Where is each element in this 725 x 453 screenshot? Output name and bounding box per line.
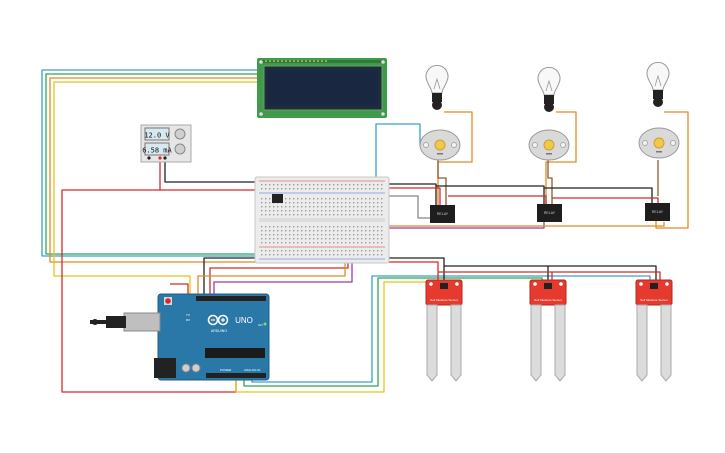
wire-relay-gray: [386, 195, 432, 219]
lcd-display[interactable]: [257, 58, 387, 118]
sensor-label: Soil Moisture Sensor: [640, 298, 668, 302]
wire-motor-blue: [375, 123, 421, 180]
relay-label: RELAY: [544, 211, 556, 215]
dc-motor-icon[interactable]: [419, 129, 461, 161]
wire-lcd-orange: [49, 77, 262, 263]
wire-red-arduino: [170, 283, 189, 296]
wire-analog-green: [243, 277, 543, 387]
lightbulb-icon[interactable]: [425, 64, 449, 110]
relay-label: RELAY: [652, 210, 664, 214]
sensor-label: Soil Moisture Sensor: [430, 298, 458, 302]
dc-motor-icon[interactable]: [528, 129, 570, 161]
lightbulb-icon[interactable]: [537, 66, 561, 112]
power-jack: [154, 358, 176, 378]
usb-connector-icon: [90, 312, 161, 332]
breadboard[interactable]: [254, 176, 390, 264]
wire-motor1-relay: [437, 160, 447, 205]
wire-psu-black: [164, 158, 262, 183]
wire-lcd-yellow: [53, 81, 258, 296]
breadboard-holes: [261, 184, 383, 256]
soil-moisture-sensor[interactable]: Soil Moisture Sensor: [635, 279, 673, 382]
wire-relay-red: [386, 187, 659, 205]
atmega-chip: [205, 348, 265, 358]
current-knob[interactable]: [174, 143, 186, 155]
relay-label: RELAY: [437, 212, 449, 216]
power-supply[interactable]: 12.0 V 6.58 mA: [140, 124, 192, 163]
wire-lcd-green: [45, 73, 262, 255]
wire-bulb2-orange: [545, 111, 577, 205]
wire-analog-blue: [251, 275, 651, 383]
lightbulb-icon[interactable]: [646, 61, 670, 107]
tx-label: TX: [186, 313, 190, 317]
wire-motor2-relay: [547, 160, 553, 205]
on-label: ON: [258, 323, 263, 327]
wire-relay-orange: [346, 222, 665, 227]
voltage-knob[interactable]: [174, 128, 186, 140]
wire-lcd-blue: [41, 69, 262, 257]
dc-motor-icon[interactable]: [638, 127, 680, 159]
sensor-label: Soil Moisture Sensor: [534, 298, 562, 302]
arduino-uno-board[interactable]: ARDUINO UNO TX RX ON POWER ANALOG IN: [90, 293, 270, 381]
soil-moisture-sensor[interactable]: Soil Moisture Sensor: [529, 279, 567, 382]
reset-button[interactable]: [165, 298, 171, 304]
ic-chip: [272, 194, 283, 203]
wire-bulb3-orange: [655, 111, 689, 229]
soil-moisture-sensor[interactable]: Soil Moisture Sensor: [425, 279, 463, 382]
current-readout: 6.58 mA: [142, 147, 172, 155]
wire-bb-black-1: [203, 257, 262, 296]
voltage-readout: 12.0 V: [144, 132, 170, 140]
rx-label: RX: [186, 318, 190, 322]
arduino-logo-text: ARDUINO: [211, 329, 227, 333]
arduino-model: UNO: [235, 316, 253, 325]
power-header-label: POWER: [220, 368, 232, 372]
relay-module[interactable]: RELAY: [537, 204, 562, 222]
analog-header-label: ANALOG IN: [244, 368, 260, 372]
relay-module[interactable]: RELAY: [645, 203, 670, 221]
arduino-logo-icon: [207, 314, 229, 326]
relay-module[interactable]: RELAY: [430, 205, 455, 223]
wire-relay-black: [384, 183, 653, 205]
